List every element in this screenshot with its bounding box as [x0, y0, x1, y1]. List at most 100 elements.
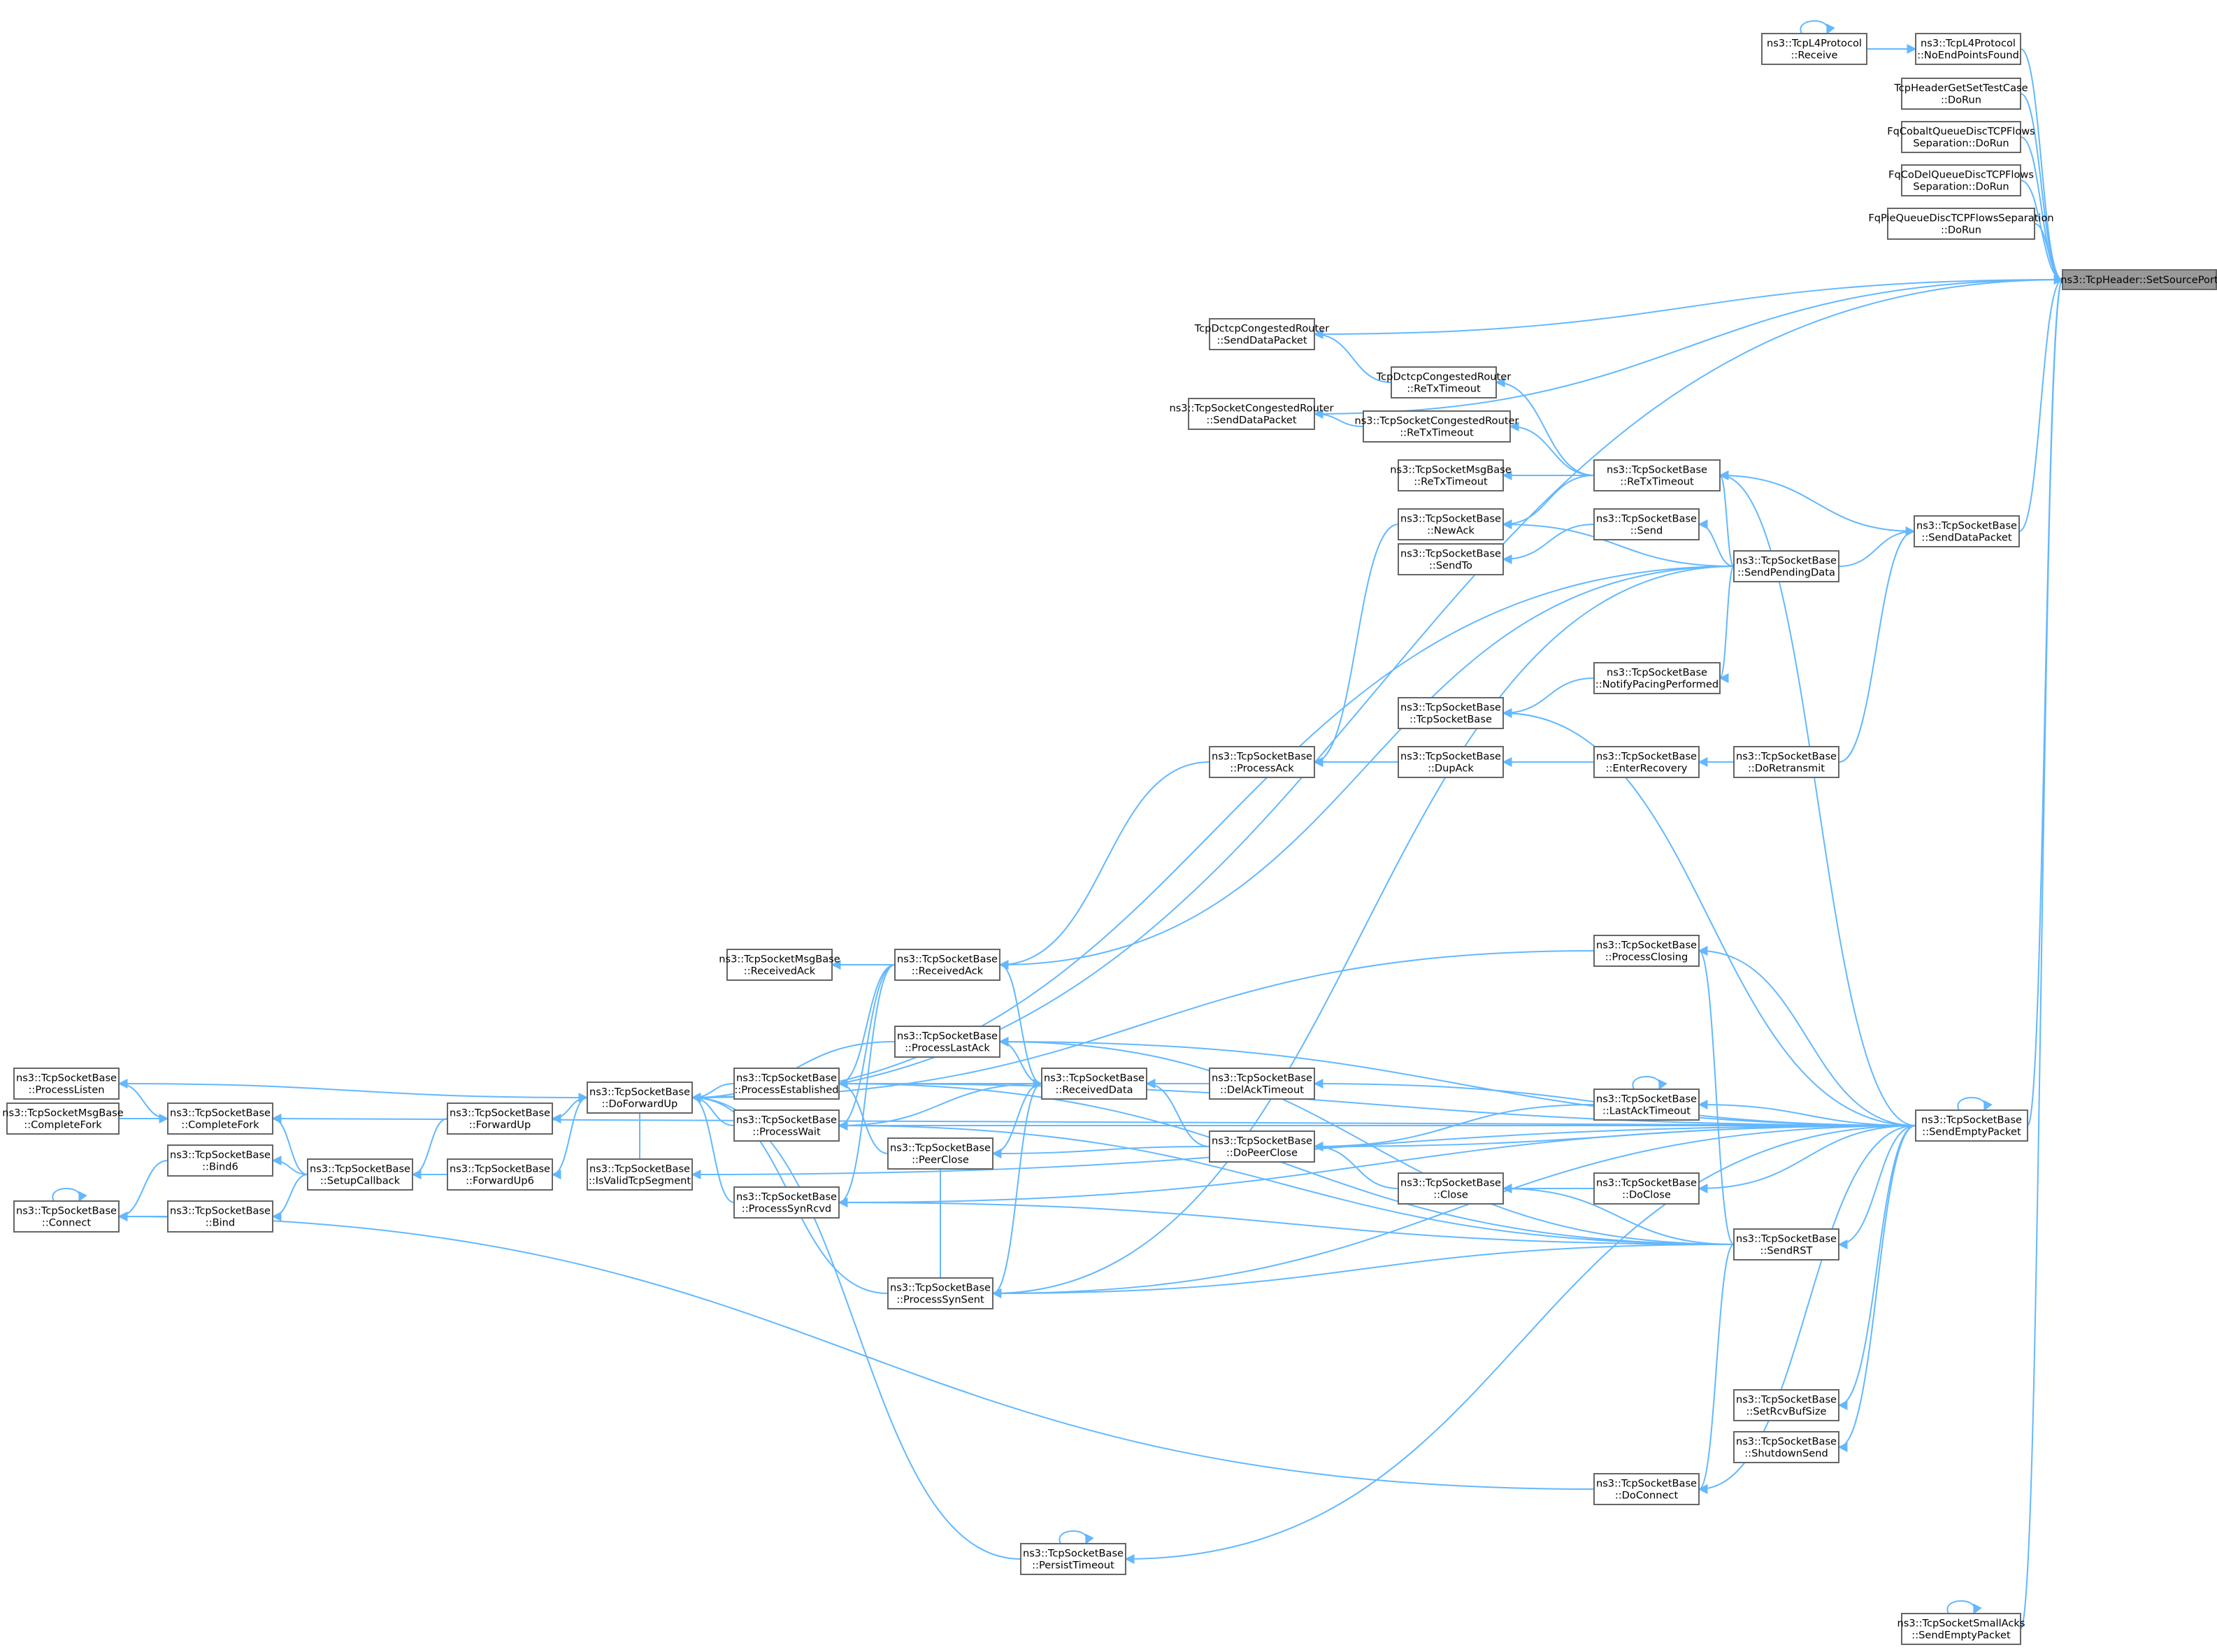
node-forwardup[interactable]: ns3::TcpSocketBase::ForwardUp	[447, 1102, 553, 1135]
node-shutdown[interactable]: ns3::TcpSocketBase::ShutdownSend	[1733, 1431, 1839, 1463]
node-msgrecvack[interactable]: ns3::TcpSocketMsgBase::ReceivedAck	[719, 949, 840, 981]
node-label: FqCobaltQueueDiscTCPFlows	[1887, 126, 2035, 138]
node-fqpie[interactable]: FqPieQueueDiscTCPFlowsSeparation::DoRun	[1868, 208, 2054, 240]
node-persist[interactable]: ns3::TcpSocketBase::PersistTimeout	[1020, 1543, 1126, 1575]
edge-sendrst-to-established	[838, 1079, 1735, 1245]
node-senddata[interactable]: ns3::TcpSocketBase::SendDataPacket	[1914, 515, 2020, 547]
node-pacing[interactable]: ns3::TcpSocketBase::NotifyPacingPerforme…	[1593, 662, 1721, 694]
edge-sendrst-to-closing	[1698, 946, 1735, 1245]
node-close[interactable]: ns3::TcpSocketBase::Close	[1398, 1172, 1504, 1205]
node-label: ::SendDataPacket	[1206, 415, 1296, 426]
node-smallacks[interactable]: ns3::TcpSocketSmallAcks::SendEmptyPacket	[1897, 1613, 2025, 1645]
edge-sendempty-to-shutdown	[1837, 1125, 1916, 1452]
node-recvdata[interactable]: ns3::TcpSocketBase::ReceivedData	[1041, 1068, 1147, 1100]
node-box	[1398, 1172, 1504, 1205]
node-bind[interactable]: ns3::TcpSocketBase::Bind	[167, 1200, 273, 1233]
edge-rtx-to-congrtx	[1509, 422, 1595, 476]
node-label: ::SetRcvBufSize	[1746, 1406, 1827, 1418]
node-box	[1593, 1172, 1700, 1205]
node-lastacktimeout[interactable]: ns3::TcpSocketBase::LastAckTimeout	[1593, 1089, 1700, 1121]
node-label: ns3::TcpL4Protocol	[1921, 38, 2016, 50]
node-l4recv[interactable]: ns3::TcpL4Protocol::Receive	[1761, 33, 1867, 65]
node-setupcb[interactable]: ns3::TcpSocketBase::SetupCallback	[307, 1158, 413, 1191]
node-label: ns3::TcpSocketBase	[1596, 1177, 1697, 1189]
node-box	[1593, 746, 1700, 778]
node-sendrst[interactable]: ns3::TcpSocketBase::SendRST	[1733, 1228, 1839, 1260]
node-sendpending[interactable]: ns3::TcpSocketBase::SendPendingData	[1733, 550, 1839, 582]
node-box	[1733, 1431, 1839, 1463]
node-box	[1915, 1109, 2028, 1142]
node-label: FqCoDelQueueDiscTCPFlows	[1888, 169, 2034, 181]
node-label: ns3::TcpSocketBase	[897, 1030, 998, 1042]
node-rtx[interactable]: ns3::TcpSocketBase::ReTxTimeout	[1593, 459, 1721, 491]
node-congsend[interactable]: ns3::TcpSocketCongestedRouter::SendDataP…	[1169, 398, 1334, 430]
node-label: ::ProcessEstablished	[734, 1084, 838, 1096]
node-l4noend[interactable]: ns3::TcpL4Protocol::NoEndPointsFound	[1915, 33, 2021, 65]
node-label: ::DoForwardUp	[602, 1098, 678, 1110]
node-label: ::DoConnect	[1615, 1490, 1679, 1502]
edge-setupcb-to-bind	[271, 1174, 308, 1221]
node-label: ::ReTxTimeout	[1407, 383, 1481, 395]
node-label: ns3::TcpSocketBase	[1736, 1394, 1837, 1406]
node-ctor[interactable]: ns3::TcpSocketBase::TcpSocketBase	[1398, 697, 1504, 729]
node-box	[733, 1186, 840, 1219]
node-box	[887, 1137, 993, 1170]
node-enterrec[interactable]: ns3::TcpSocketBase::EnterRecovery	[1593, 746, 1700, 778]
node-bind6[interactable]: ns3::TcpSocketBase::Bind6	[167, 1144, 273, 1177]
node-synrcvd[interactable]: ns3::TcpSocketBase::ProcessSynRcvd	[733, 1186, 840, 1219]
node-recvack[interactable]: ns3::TcpSocketBase::ReceivedAck	[894, 949, 1000, 981]
node-forwardup6[interactable]: ns3::TcpSocketBase::ForwardUp6	[447, 1158, 553, 1191]
node-validseg[interactable]: ns3::TcpSocketBase::IsValidTcpSegment	[587, 1158, 693, 1191]
node-label: ns3::TcpSocketBase	[170, 1107, 271, 1119]
node-processwait[interactable]: ns3::TcpSocketBase::ProcessWait	[733, 1109, 840, 1142]
node-established[interactable]: ns3::TcpSocketBase::ProcessEstablished	[733, 1068, 840, 1100]
node-doPeerClose[interactable]: ns3::TcpSocketBase::DoPeerClose	[1209, 1130, 1315, 1163]
node-connect[interactable]: ns3::TcpSocketBase::Connect	[13, 1200, 120, 1233]
node-closing[interactable]: ns3::TcpSocketBase::ProcessClosing	[1593, 935, 1700, 967]
node-completefork[interactable]: ns3::TcpSocketBase::CompleteFork	[167, 1102, 273, 1135]
node-dctcpsend[interactable]: TcpDctcpCongestedRouter::SendDataPacket	[1194, 318, 1330, 350]
node-doretx[interactable]: ns3::TcpSocketBase::DoRetransmit	[1733, 746, 1839, 778]
node-sendto[interactable]: ns3::TcpSocketBase::SendTo	[1398, 543, 1504, 575]
edge-sendempty-to-doclose	[1698, 1125, 1916, 1193]
node-dupack[interactable]: ns3::TcpSocketBase::DupAck	[1398, 746, 1504, 778]
node-msgcompletefork[interactable]: ns3::TcpSocketMsgBase::CompleteFork	[2, 1102, 124, 1135]
node-synsent[interactable]: ns3::TcpSocketBase::ProcessSynSent	[887, 1277, 993, 1309]
node-delack[interactable]: ns3::TcpSocketBase::DelAckTimeout	[1209, 1068, 1315, 1100]
node-lastack[interactable]: ns3::TcpSocketBase::ProcessLastAck	[894, 1026, 1000, 1058]
node-dctcprtx[interactable]: TcpDctcpCongestedRouter::ReTxTimeout	[1376, 366, 1512, 398]
node-label: Separation::DoRun	[1913, 181, 2009, 193]
node-box	[1363, 410, 1511, 443]
edge-congsend-to-setsourceport	[1314, 275, 2064, 415]
node-fqcodel[interactable]: FqCoDelQueueDiscTCPFlowsSeparation::DoRu…	[1888, 164, 2034, 196]
node-fqcobalt[interactable]: FqCobaltQueueDiscTCPFlowsSeparation::DoR…	[1887, 121, 2035, 153]
node-label: ns3::TcpSocketBase	[589, 1163, 690, 1175]
node-processack[interactable]: ns3::TcpSocketBase::ProcessAck	[1209, 746, 1315, 778]
node-box	[1209, 746, 1315, 778]
node-doconnect[interactable]: ns3::TcpSocketBase::DoConnect	[1593, 1473, 1700, 1505]
node-hdrtest[interactable]: TcpHeaderGetSetTestCase::DoRun	[1893, 78, 2028, 110]
edge-sendpending-to-synsent	[991, 566, 1735, 1298]
node-newack[interactable]: ns3::TcpSocketBase::NewAck	[1398, 508, 1504, 540]
node-sendempty[interactable]: ns3::TcpSocketBase::SendEmptyPacket	[1915, 1109, 2028, 1142]
node-doforwardup[interactable]: ns3::TcpSocketBase::DoForwardUp	[587, 1082, 693, 1114]
edge-sendempty-to-doconnect	[1698, 1125, 1916, 1494]
edge-forwardup-to-setupcb	[411, 1118, 448, 1179]
node-box	[1593, 1089, 1700, 1121]
node-peerclose[interactable]: ns3::TcpSocketBase::PeerClose	[887, 1137, 993, 1170]
node-label: ::Connect	[42, 1217, 91, 1229]
node-label: ::SendEmptyPacket	[1911, 1630, 2011, 1642]
node-doclose[interactable]: ns3::TcpSocketBase::DoClose	[1593, 1172, 1700, 1205]
edge-setupcb-to-completefork	[271, 1114, 308, 1175]
node-setrcvbuf[interactable]: ns3::TcpSocketBase::SetRcvBufSize	[1733, 1389, 1839, 1421]
edge-sendrst-to-synrcvd	[838, 1198, 1735, 1245]
node-label: Separation::DoRun	[1913, 138, 2009, 150]
node-setsourceport[interactable]: ns3::TcpHeader::SetSourcePort	[2060, 269, 2217, 290]
node-msgrtx[interactable]: ns3::TcpSocketMsgBase::ReTxTimeout	[1390, 459, 1512, 491]
node-label: ns3::TcpSocketBase	[1736, 1233, 1837, 1245]
edge-completefork-to-listen	[117, 1079, 168, 1119]
edge-connect-to-connect	[52, 1188, 87, 1202]
node-send[interactable]: ns3::TcpSocketBase::Send	[1593, 508, 1700, 540]
node-listen[interactable]: ns3::TcpSocketBase::ProcessListen	[13, 1068, 120, 1100]
node-congrtx[interactable]: ns3::TcpSocketCongestedRouter::ReTxTimeo…	[1354, 410, 1519, 443]
